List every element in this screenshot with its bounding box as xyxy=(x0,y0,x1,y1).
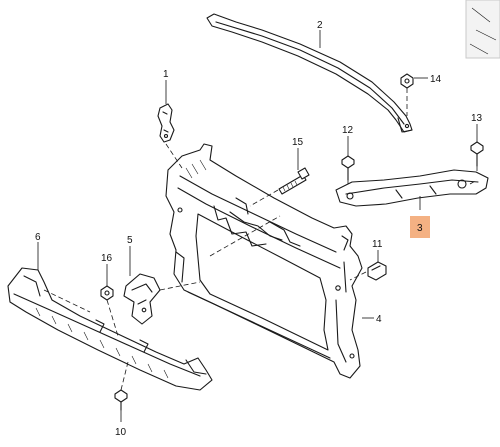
label-part-12[interactable]: 12 xyxy=(342,125,354,136)
part-3-support-arm[interactable] xyxy=(335,169,489,207)
label-part-10[interactable]: 10 xyxy=(115,427,127,438)
label-part-4[interactable]: 4 xyxy=(376,314,382,325)
part-10-screw[interactable] xyxy=(114,389,128,411)
label-part-5[interactable]: 5 xyxy=(127,235,133,246)
part-1-bracket[interactable] xyxy=(157,103,175,143)
part-11-clip[interactable] xyxy=(367,261,387,281)
assembly-guide-lines xyxy=(43,143,478,391)
part-15-bolt[interactable] xyxy=(278,167,310,195)
part-3-highlight xyxy=(410,216,430,238)
part-labels: 1 2 14 12 13 15 3 11 4 5 16 6 10 xyxy=(35,20,483,438)
part-6-lower-beam[interactable] xyxy=(7,267,213,391)
leader-lines xyxy=(37,30,478,422)
label-part-1[interactable]: 1 xyxy=(163,69,169,80)
label-part-3[interactable]: 3 xyxy=(417,223,423,234)
label-part-16[interactable]: 16 xyxy=(101,253,113,264)
part-14-nut[interactable] xyxy=(400,73,414,116)
part-2-upper-bar[interactable] xyxy=(206,13,413,133)
label-part-6[interactable]: 6 xyxy=(35,232,41,243)
label-part-11[interactable]: 11 xyxy=(372,239,383,250)
part-16-nut[interactable] xyxy=(100,285,114,301)
part-5-bracket[interactable] xyxy=(123,273,161,325)
label-part-13[interactable]: 13 xyxy=(471,113,483,124)
label-part-15[interactable]: 15 xyxy=(292,137,304,148)
label-part-2[interactable]: 2 xyxy=(317,20,323,31)
part-4-radiator-frame[interactable] xyxy=(165,143,363,379)
label-part-14[interactable]: 14 xyxy=(430,74,442,85)
corner-thumbnail xyxy=(465,0,500,59)
